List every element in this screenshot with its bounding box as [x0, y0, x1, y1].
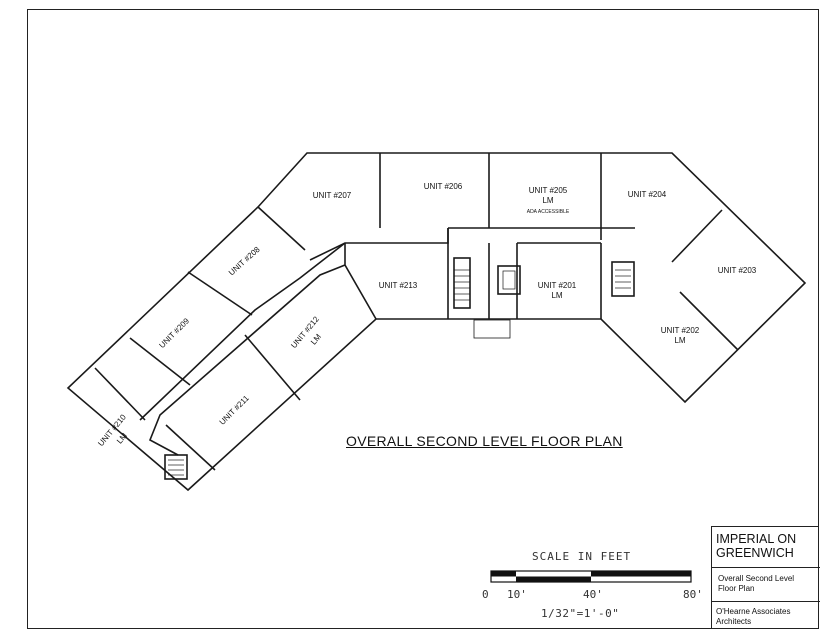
firm-name-line-2: Architects — [716, 616, 752, 626]
sheet-border — [27, 9, 819, 629]
unit-201-label: UNIT #201 — [538, 281, 577, 290]
unit-213-label: UNIT #213 — [379, 281, 418, 290]
unit-211-label: UNIT #211 — [218, 393, 252, 427]
firm-name-line-1: O'Hearne Associates — [716, 607, 791, 616]
unit-209-label: UNIT #209 — [157, 316, 191, 350]
sheet-title-line-2: Floor Plan — [718, 584, 755, 593]
title-block-divider — [712, 601, 820, 602]
scale-tick-10: 10' — [507, 588, 527, 601]
firm-name: O'Hearne Associates Architects — [716, 607, 790, 626]
unit-205-label: UNIT #205 — [529, 186, 568, 195]
unit-212-sub: LM — [309, 332, 323, 347]
project-name: IMPERIAL ON GREENWICH — [716, 532, 796, 560]
scale-bar — [490, 570, 692, 583]
unit-203-label: UNIT #203 — [718, 266, 757, 275]
scale-tick-40: 40' — [583, 588, 603, 601]
unit-202-label: UNIT #202 — [661, 326, 700, 335]
unit-205-note: ADA ACCESSIBLE — [527, 209, 570, 215]
scale-tick-80: 80' — [683, 588, 703, 601]
scale-title: SCALE IN FEET — [532, 550, 632, 563]
unit-205-sub: LM — [542, 196, 553, 205]
drawing-title: OVERALL SECOND LEVEL FLOOR PLAN — [346, 433, 623, 449]
unit-206-label: UNIT #206 — [424, 182, 463, 191]
sheet-title-line-1: Overall Second Level — [718, 574, 795, 583]
sheet-title: Overall Second Level Floor Plan — [718, 574, 794, 594]
title-block: IMPERIAL ON GREENWICH Overall Second Lev… — [711, 526, 820, 629]
unit-208-label: UNIT #208 — [227, 245, 262, 278]
scale-ratio: 1/32"=1'-0" — [541, 607, 620, 620]
project-name-line-2: GREENWICH — [716, 546, 794, 560]
unit-202-sub: LM — [674, 336, 685, 345]
title-block-divider — [712, 567, 820, 568]
unit-210-sub: LM — [115, 431, 129, 446]
unit-207-label: UNIT #207 — [313, 191, 352, 200]
scale-tick-0: 0 — [482, 588, 489, 601]
unit-204-label: UNIT #204 — [628, 190, 667, 199]
project-name-line-1: IMPERIAL ON — [716, 532, 797, 546]
unit-201-sub: LM — [551, 291, 562, 300]
